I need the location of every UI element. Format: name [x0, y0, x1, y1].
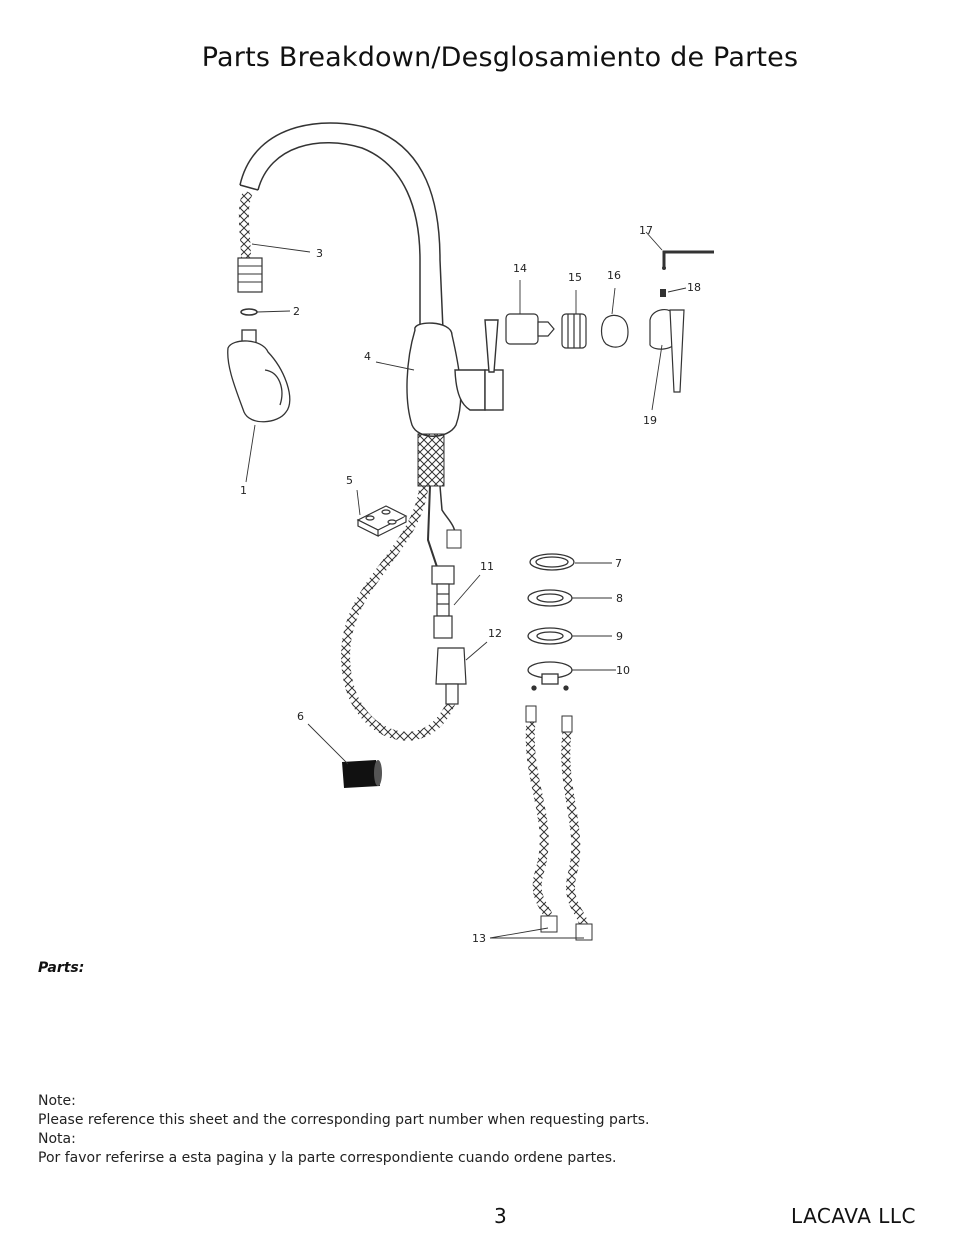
leader-lines [245, 231, 687, 939]
handle [649, 309, 685, 393]
decorative-cap [600, 314, 629, 348]
callout-6: 6 [297, 710, 304, 723]
callout-19: 19 [643, 414, 657, 427]
note-label-es: Nota: [38, 1131, 76, 1147]
callout-12: 12 [488, 627, 502, 640]
parts-heading: Parts: [38, 960, 85, 976]
note-section: Note: Please reference this sheet and th… [38, 1092, 649, 1168]
note-text-en: Please reference this sheet and the corr… [38, 1112, 650, 1128]
cartridge [505, 313, 555, 345]
faucet-body [406, 319, 504, 437]
callout-17: 17 [639, 224, 653, 237]
callout-15: 15 [568, 271, 582, 284]
hose-weight [342, 760, 382, 788]
callout-1: 1 [240, 484, 247, 497]
allen-key [662, 250, 714, 268]
gaskets [527, 553, 575, 691]
set-screw [660, 289, 666, 297]
callout-10: 10 [616, 664, 630, 677]
callout-5: 5 [346, 474, 353, 487]
quick-connector [431, 565, 455, 639]
company-name: LACAVA LLC [791, 1204, 916, 1228]
callout-11: 11 [480, 560, 494, 573]
callout-2: 2 [293, 305, 300, 318]
washer-part-2 [240, 308, 258, 316]
spray-head [227, 329, 291, 423]
bonnet-nut [561, 313, 587, 349]
pull-out-hose [341, 485, 457, 741]
spout [239, 122, 444, 331]
callout-4: 4 [364, 350, 371, 363]
page-number: 3 [494, 1204, 507, 1228]
callout-14: 14 [513, 262, 527, 275]
callout-7: 7 [615, 557, 622, 570]
callout-labels: 1 2 3 4 5 6 7 8 9 10 11 12 13 14 15 16 1… [240, 224, 701, 945]
callout-16: 16 [607, 269, 621, 282]
callout-3: 3 [316, 247, 323, 260]
callout-18: 18 [687, 281, 701, 294]
callout-8: 8 [616, 592, 623, 605]
page-title: Parts Breakdown/Desglosamiento de Partes [201, 42, 799, 73]
hose-nut [435, 647, 467, 705]
note-text-es: Por favor referirse a esta pagina y la p… [38, 1150, 617, 1166]
callout-13: 13 [472, 932, 486, 945]
supply-lines [525, 705, 593, 941]
mounting-plate [356, 505, 408, 537]
note-label-en: Note: [38, 1093, 76, 1109]
body-hoses [417, 433, 462, 571]
spring-hose [237, 189, 263, 293]
callout-9: 9 [616, 630, 623, 643]
